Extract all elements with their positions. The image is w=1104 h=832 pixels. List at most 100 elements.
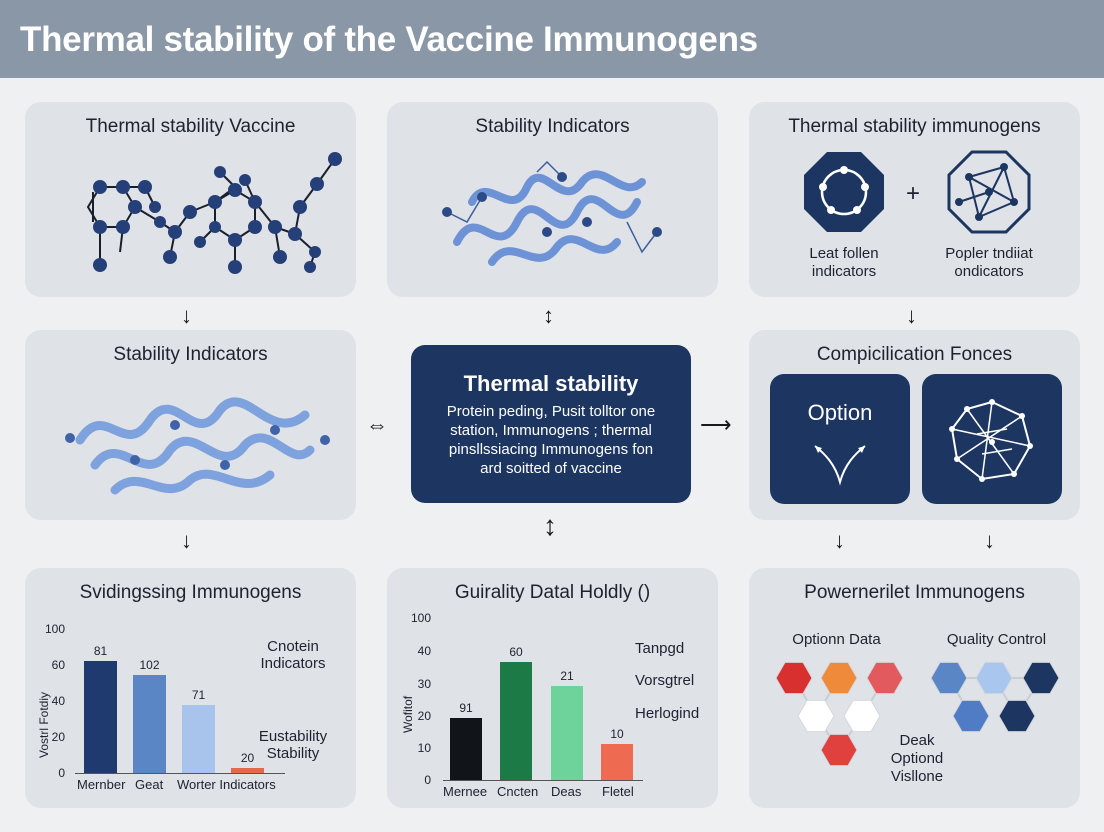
page-title: Thermal stability of the Vaccine Immunog… xyxy=(20,20,758,59)
x-axis-line xyxy=(75,773,285,774)
bottom-label-1: Deak xyxy=(899,732,935,749)
arrow-leftright: ⇔ xyxy=(366,412,388,437)
chart-bar xyxy=(231,768,264,773)
x-category-label: Deas xyxy=(551,784,582,799)
chart-bar xyxy=(601,744,633,780)
y-tick-label: 10 xyxy=(417,741,431,755)
y-tick-label: 40 xyxy=(51,694,65,708)
left-icon-label-1: Leat follen xyxy=(809,245,879,262)
x-axis-line xyxy=(443,780,643,781)
center-box-line-4: ard soitted of vaccine xyxy=(480,460,622,477)
hexagon-node xyxy=(975,661,1013,695)
panel-powernerilet-immunogens: Powernerilet Immunogens Optionn Data Qua… xyxy=(749,568,1080,808)
x-category-label: Mernee xyxy=(443,784,488,799)
panel-title: Powernerilet Immunogens xyxy=(804,582,1025,603)
right-icon-label-2: ondicators xyxy=(954,263,1024,280)
chart-bar xyxy=(500,662,532,780)
chart-bar xyxy=(450,718,482,780)
hexagon-network-illustration xyxy=(775,661,1060,767)
legend-label-2: Vorsgtrel xyxy=(635,672,695,689)
y-tick-label: 30 xyxy=(417,677,431,691)
right-icon-label-1: Popler tndiiat xyxy=(945,245,1033,262)
arrow-updown-center-2: ↕ xyxy=(543,510,557,541)
center-box-title: Thermal stability xyxy=(463,371,639,396)
bar-value-label: 21 xyxy=(560,669,574,683)
bar-value-label: 102 xyxy=(139,658,160,672)
panel-thermal-stability-immunogens: Thermal stability immunogens + Leat foll… xyxy=(749,102,1080,297)
hexagon-node xyxy=(1022,661,1060,695)
panel-thermal-stability-vaccine: Thermal stability Vaccine xyxy=(25,102,356,297)
y-tick-label: 40 xyxy=(417,644,431,658)
protein-ribbon-illustration xyxy=(442,160,662,266)
bar-value-label: 81 xyxy=(93,644,108,658)
panel-compicilication-fonces: Compicilication Fonces Option xyxy=(749,330,1080,520)
bottom-label-2: Optiond xyxy=(890,750,944,767)
network-octagon-icon xyxy=(947,150,1031,234)
x-category-label: Worter Indicators xyxy=(177,777,276,792)
panel-title: Compicilication Fonces xyxy=(816,344,1013,365)
hexagon-node xyxy=(930,661,968,695)
y-tick-label: 0 xyxy=(424,773,431,787)
left-group-label: Optionn Data xyxy=(792,631,881,648)
center-box-line-2: station, Immunogens ; thermal xyxy=(450,422,652,439)
arrow-down-left-2: ↓ xyxy=(181,528,192,553)
panel-title: Guirality Datal Holdly () xyxy=(454,582,651,603)
panel-stability-indicators-top: Stability Indicators xyxy=(387,102,718,297)
protein-ribbon-illustration xyxy=(65,397,330,495)
x-category-label: Cncten xyxy=(497,784,539,799)
x-category-label: Mernber xyxy=(77,777,126,792)
chart-bar xyxy=(84,661,117,773)
center-summary-box: Thermal stability Protein peding, Pusit … xyxy=(411,345,691,503)
panel-title: Thermal stability Vaccine xyxy=(85,116,296,137)
bar-value-label: 91 xyxy=(459,701,473,715)
arrow-down-right-3: ↓ xyxy=(984,528,995,553)
arrow-down-right-1: ↓ xyxy=(906,303,917,328)
legend-label-3: Eustability xyxy=(258,728,328,745)
legend-label-4: Stability xyxy=(266,745,320,762)
chart-bar xyxy=(551,686,583,780)
molecule-illustration xyxy=(86,152,342,274)
y-tick-label: 20 xyxy=(51,730,65,744)
option-card: Option xyxy=(770,374,910,504)
arrow-down-left-1: ↓ xyxy=(181,303,192,328)
bar-value-label: 60 xyxy=(509,645,523,659)
y-tick-label: 60 xyxy=(51,658,65,672)
panel-title: Svidingssing Immunogens xyxy=(79,582,302,603)
branch-icon xyxy=(814,445,866,486)
bar-value-label: 10 xyxy=(610,727,624,741)
hexagon-node xyxy=(843,699,881,733)
x-category-label: Geat xyxy=(135,777,164,792)
hexagon-node xyxy=(998,699,1036,733)
panel-svidingssing-immunogens: Svidingssing Immunogens Vostrl Fotdiy 10… xyxy=(25,568,356,808)
hexagon-node xyxy=(775,661,813,695)
legend-label-2: Indicators xyxy=(260,655,326,672)
y-tick-label: 0 xyxy=(58,766,65,780)
network-card xyxy=(922,374,1062,504)
panel-stability-indicators-left: Stability Indicators xyxy=(25,330,356,520)
hexagon-node xyxy=(952,699,990,733)
hexagon-node xyxy=(820,661,858,695)
chart-bar xyxy=(133,675,166,773)
x-category-label: Fletel xyxy=(602,784,634,799)
arrow-updown-center-1: ↕ xyxy=(543,303,554,328)
center-box-line-3: pinsllssiacing Immunogens fon xyxy=(448,441,654,458)
header-bar: Thermal stability of the Vaccine Immunog… xyxy=(0,0,1104,78)
plus-symbol: + xyxy=(906,180,921,207)
panel-title: Thermal stability immunogens xyxy=(788,116,1041,137)
option-label: Option xyxy=(807,400,873,425)
hexagon-node xyxy=(866,661,904,695)
legend-label-1: Cnotein xyxy=(267,638,319,655)
chart-bar xyxy=(182,705,215,773)
right-group-label: Quality Control xyxy=(946,631,1047,648)
legend-label-3: Herlogind xyxy=(635,705,700,722)
arrow-down-right-2: ↓ xyxy=(834,528,845,553)
y-tick-label: 100 xyxy=(410,611,431,625)
bar-value-label: 20 xyxy=(240,751,255,765)
y-tick-label: 100 xyxy=(44,622,65,636)
bar-value-label: 71 xyxy=(191,688,206,702)
octagon-ring-icon xyxy=(804,152,884,232)
left-icon-label-2: indicators xyxy=(811,263,877,280)
